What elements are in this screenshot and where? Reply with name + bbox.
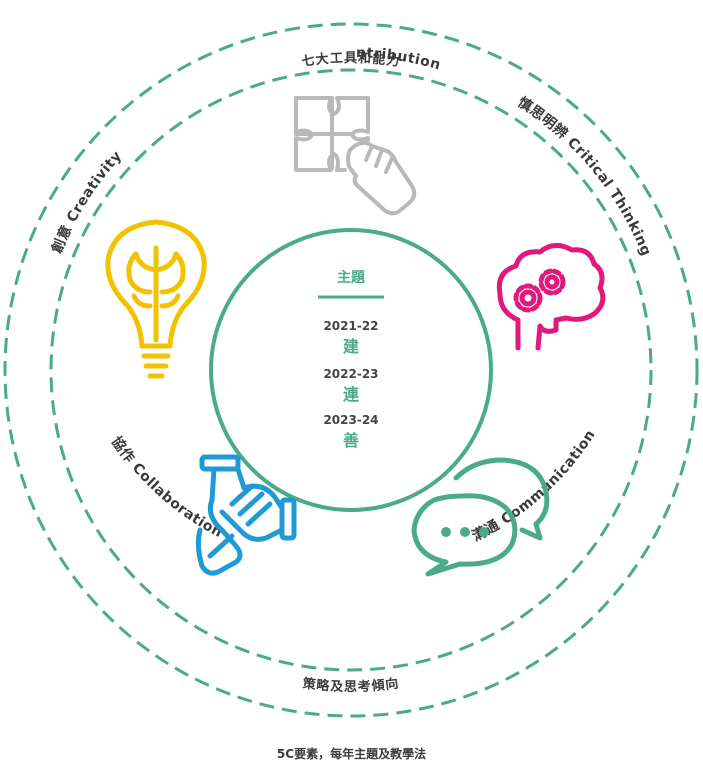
joined-hands-icon: [195, 454, 297, 576]
puzzle-hand-icon: [294, 96, 417, 216]
lightbulb-brain-icon: [105, 219, 207, 379]
year-2023-24: 2023-24: [323, 413, 378, 427]
outer-ring-top-label: 七大工具和能力: [301, 50, 401, 70]
critical-thinking-label: 慎思明辨 Critical Thinking: [515, 94, 654, 259]
outer-ring-bottom-label: 策略及思考傾向: [302, 675, 400, 695]
svg-text:溝通 Communication: 溝通 Communication: [469, 427, 599, 545]
outer-dashed-ring: [3, 22, 699, 718]
year-2022-23: 2022-23: [323, 367, 378, 381]
year-2021-22: 2021-22: [323, 319, 378, 333]
svg-text:慎思明辨 Critical Thinking: 慎思明辨 Critical Thinking: [515, 94, 654, 259]
svg-text:七大工具和能力: 七大工具和能力: [301, 50, 402, 70]
center-title: 主題: [337, 269, 366, 286]
theme-connect: 連: [343, 385, 360, 404]
speech-bubbles-icon: [411, 457, 550, 577]
theme-build: 建: [343, 337, 359, 356]
ellipsis-dots: [441, 527, 489, 537]
brain-gears-icon: [496, 243, 606, 351]
center-circle: [209, 228, 493, 512]
svg-text:策略及思考傾向: 策略及思考傾向: [302, 675, 401, 695]
inner-dashed-ring: [49, 68, 653, 672]
communication-label: 溝通 Communication: [469, 427, 598, 545]
diagram-caption: 5C要素，每年主題及教學法: [276, 747, 427, 761]
theme-kindness: 善: [343, 431, 359, 450]
svg-text:協作 Collaboration: 協作 Collaboration: [108, 433, 225, 541]
collaboration-label: 協作 Collaboration: [108, 433, 225, 541]
